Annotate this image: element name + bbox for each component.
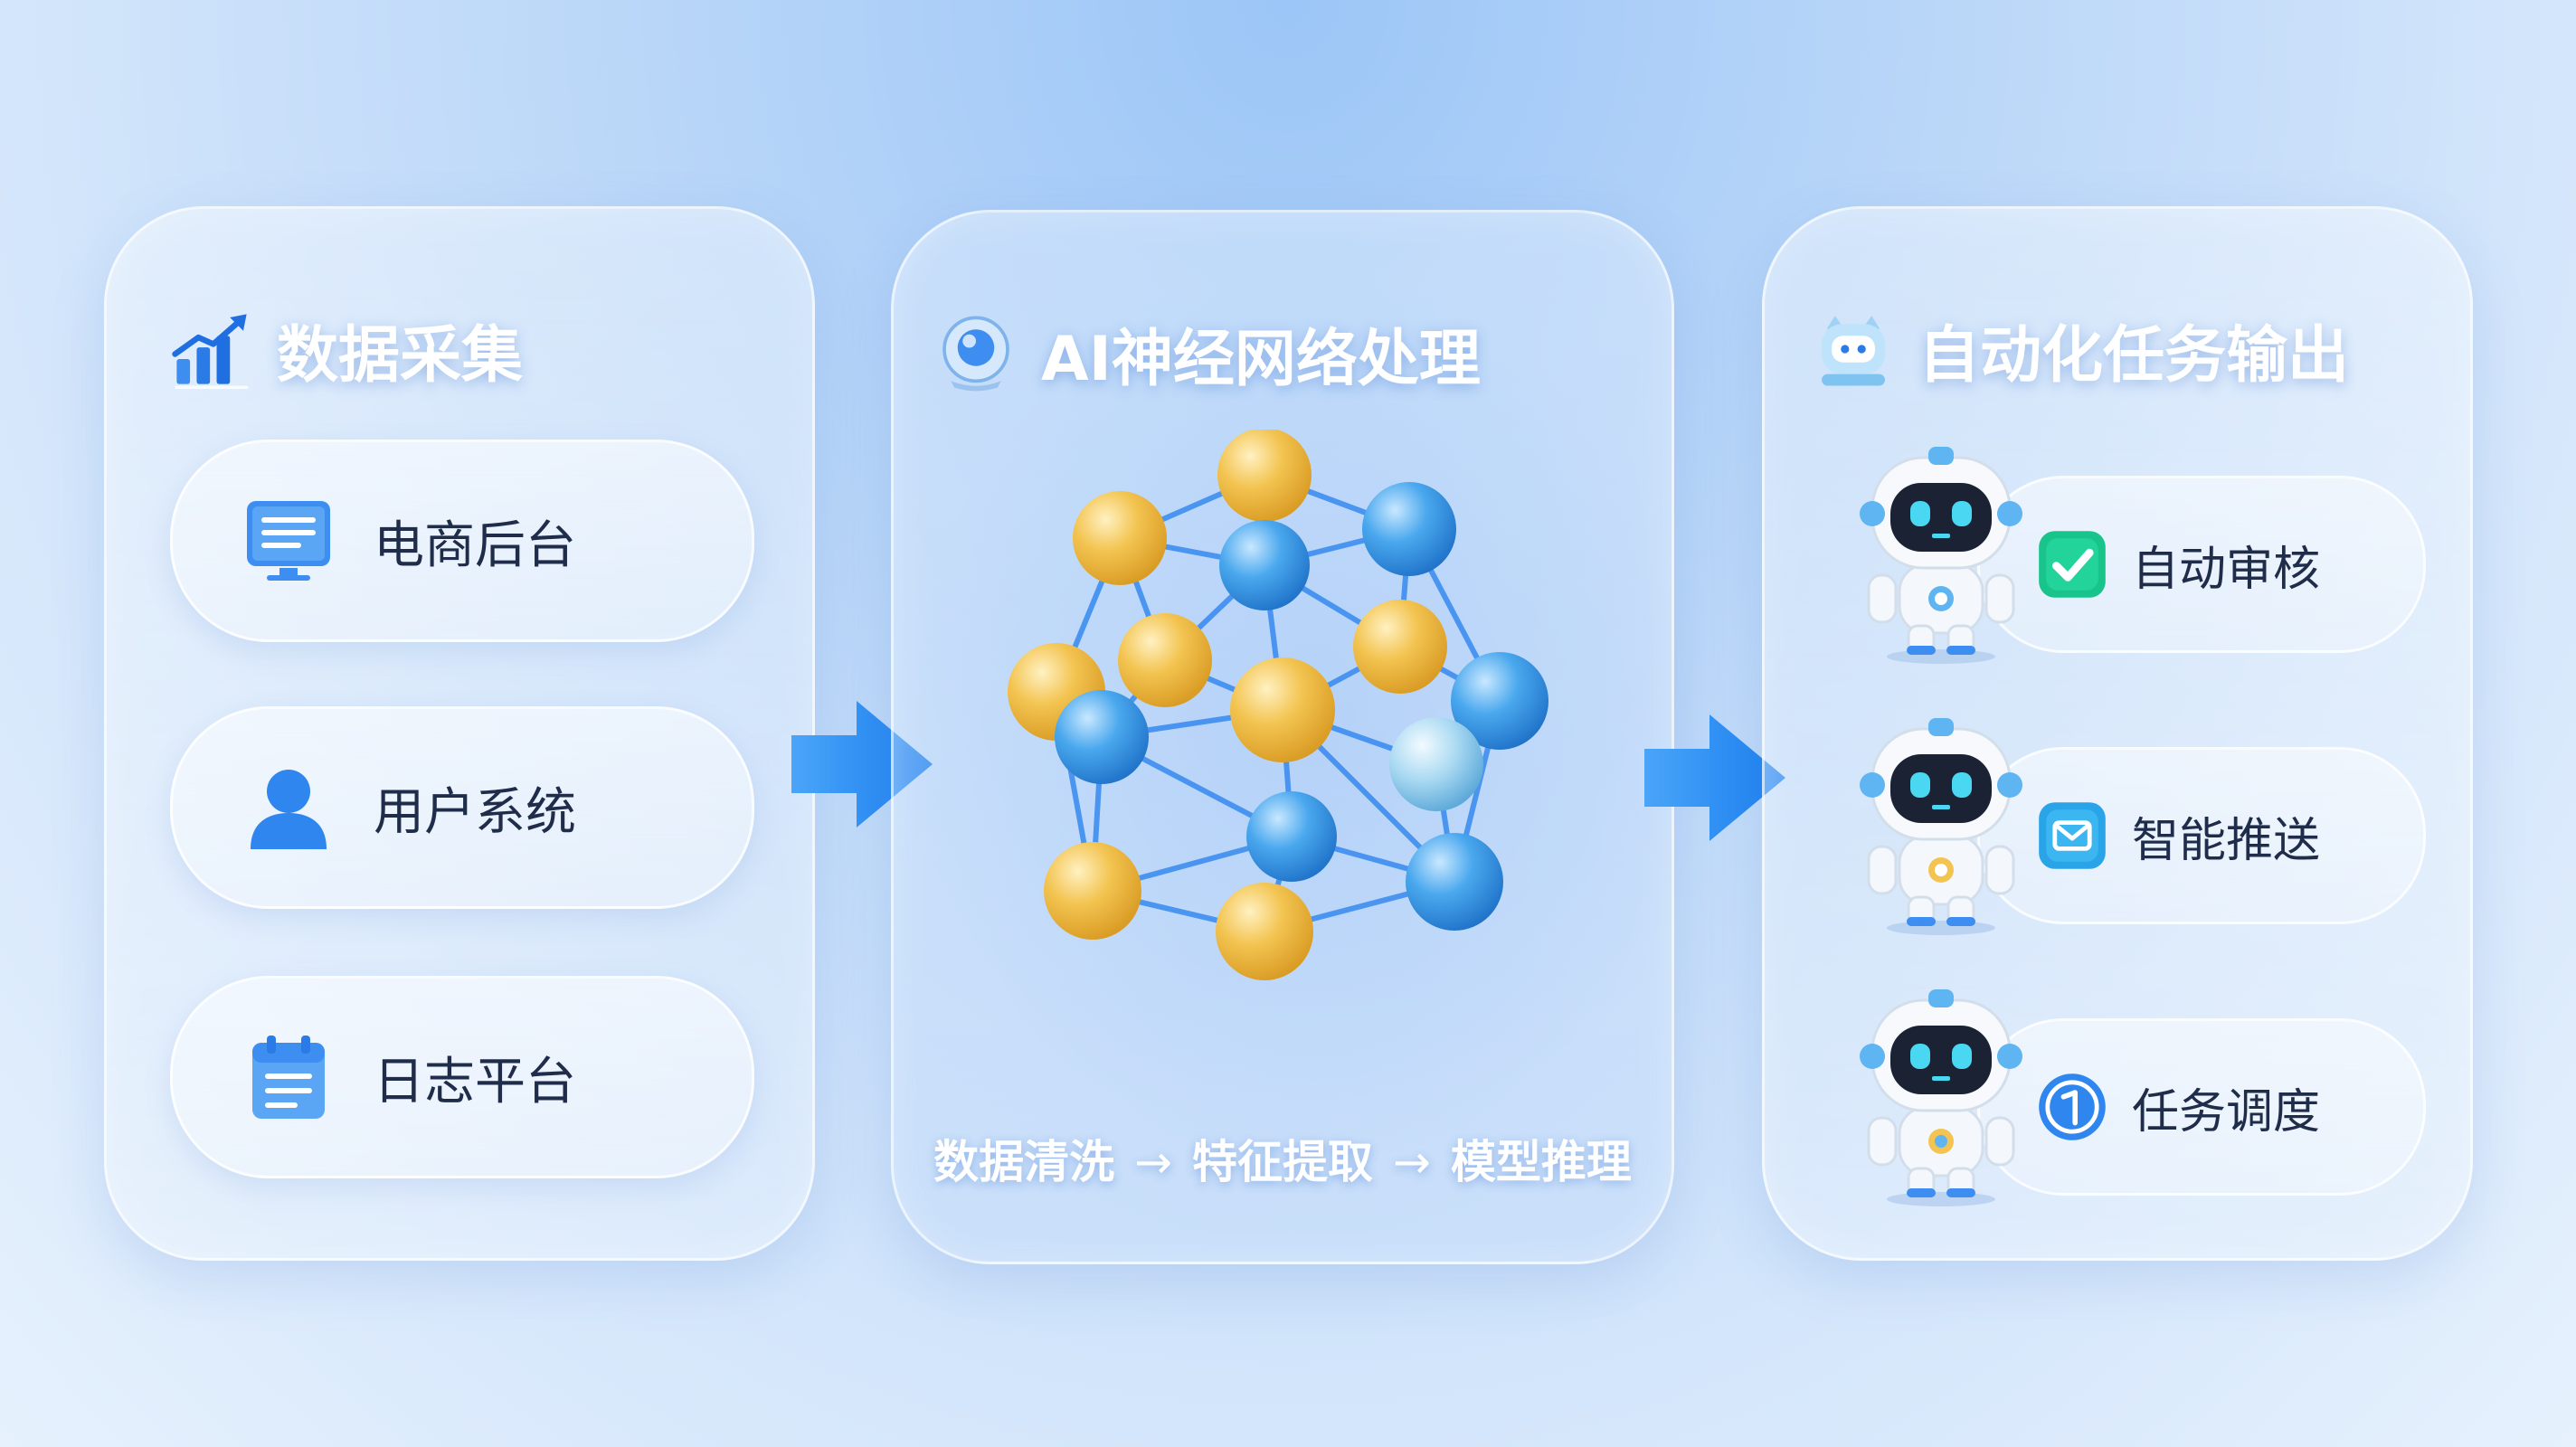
task-output-title: 自动化任务输出 [1812, 299, 2349, 399]
network-node [1451, 652, 1548, 750]
task-label: 自动审核 [2132, 542, 2321, 597]
robot-icon [1860, 447, 2022, 664]
network-node [1219, 520, 1310, 610]
monitor-icon [247, 501, 330, 581]
network-node [1230, 657, 1335, 762]
task-card-task-schedule[interactable]: 任务调度 [1977, 1018, 2426, 1196]
task-output-panel: 自动化任务输出 自动审核 [1762, 206, 2473, 1261]
source-label: 电商后台 [374, 515, 576, 575]
user-icon [251, 770, 327, 849]
task-card-auto-review[interactable]: 自动审核 [1977, 476, 2426, 653]
neural-network-molecule [1008, 430, 1548, 980]
data-collection-panel: 数据采集 电商后台 用户系统 日志平台 [104, 206, 815, 1261]
network-node [1389, 717, 1483, 811]
task-label: 任务调度 [2132, 1084, 2321, 1140]
task-card-smart-push[interactable]: 智能推送 [1977, 747, 2426, 924]
network-node [1055, 690, 1149, 784]
source-label: 用户系统 [374, 782, 576, 842]
network-node [1246, 791, 1337, 882]
pipeline-steps: 数据清洗 → 特征提取 → 模型推理 [894, 1126, 1672, 1191]
source-card-logs[interactable]: 日志平台 [170, 976, 754, 1178]
network-node [1362, 482, 1456, 576]
network-node [1073, 491, 1167, 585]
network-node [1353, 600, 1447, 694]
ai-processing-title: AI神经网络处理 [934, 303, 1481, 402]
output-row-review: 自动审核 [1765, 430, 2470, 666]
calendar-log-icon [252, 1036, 325, 1119]
mail-icon [2039, 802, 2106, 869]
bar-chart-growth-icon [172, 314, 249, 390]
source-card-ecommerce[interactable]: 电商后台 [170, 440, 754, 642]
pipeline-step: 模型推理 [1450, 1136, 1632, 1188]
source-label: 日志平台 [374, 1052, 576, 1111]
output-row-schedule: 任务调度 [1765, 973, 2470, 1208]
robot-icon [1860, 989, 2022, 1206]
ai-orb-icon [942, 316, 1009, 392]
flow-arrow-right-icon [1644, 714, 1785, 841]
pipeline-step: 特征提取 [1192, 1136, 1373, 1188]
pipeline-arrow: → [1134, 1136, 1172, 1188]
robot-icon [1860, 718, 2022, 935]
pipeline-step: 数据清洗 [933, 1136, 1115, 1188]
network-node [1044, 842, 1141, 940]
pipeline-arrow: → [1393, 1136, 1431, 1188]
source-card-users[interactable]: 用户系统 [170, 706, 754, 909]
robot-face-icon [1822, 316, 1885, 386]
ai-processing-panel: AI神经网络处理 [891, 210, 1674, 1264]
task-label: 智能推送 [2132, 813, 2321, 868]
output-row-push: 智能推送 [1765, 702, 2470, 937]
flow-arrow-right-icon [791, 701, 933, 828]
data-collection-title: 数据采集 [170, 299, 523, 399]
network-node [1217, 430, 1312, 522]
network-node [1118, 613, 1212, 707]
schedule-dial-icon [2039, 1073, 2106, 1140]
check-icon [2039, 531, 2106, 598]
network-node [1406, 833, 1503, 931]
network-node [1216, 883, 1313, 980]
